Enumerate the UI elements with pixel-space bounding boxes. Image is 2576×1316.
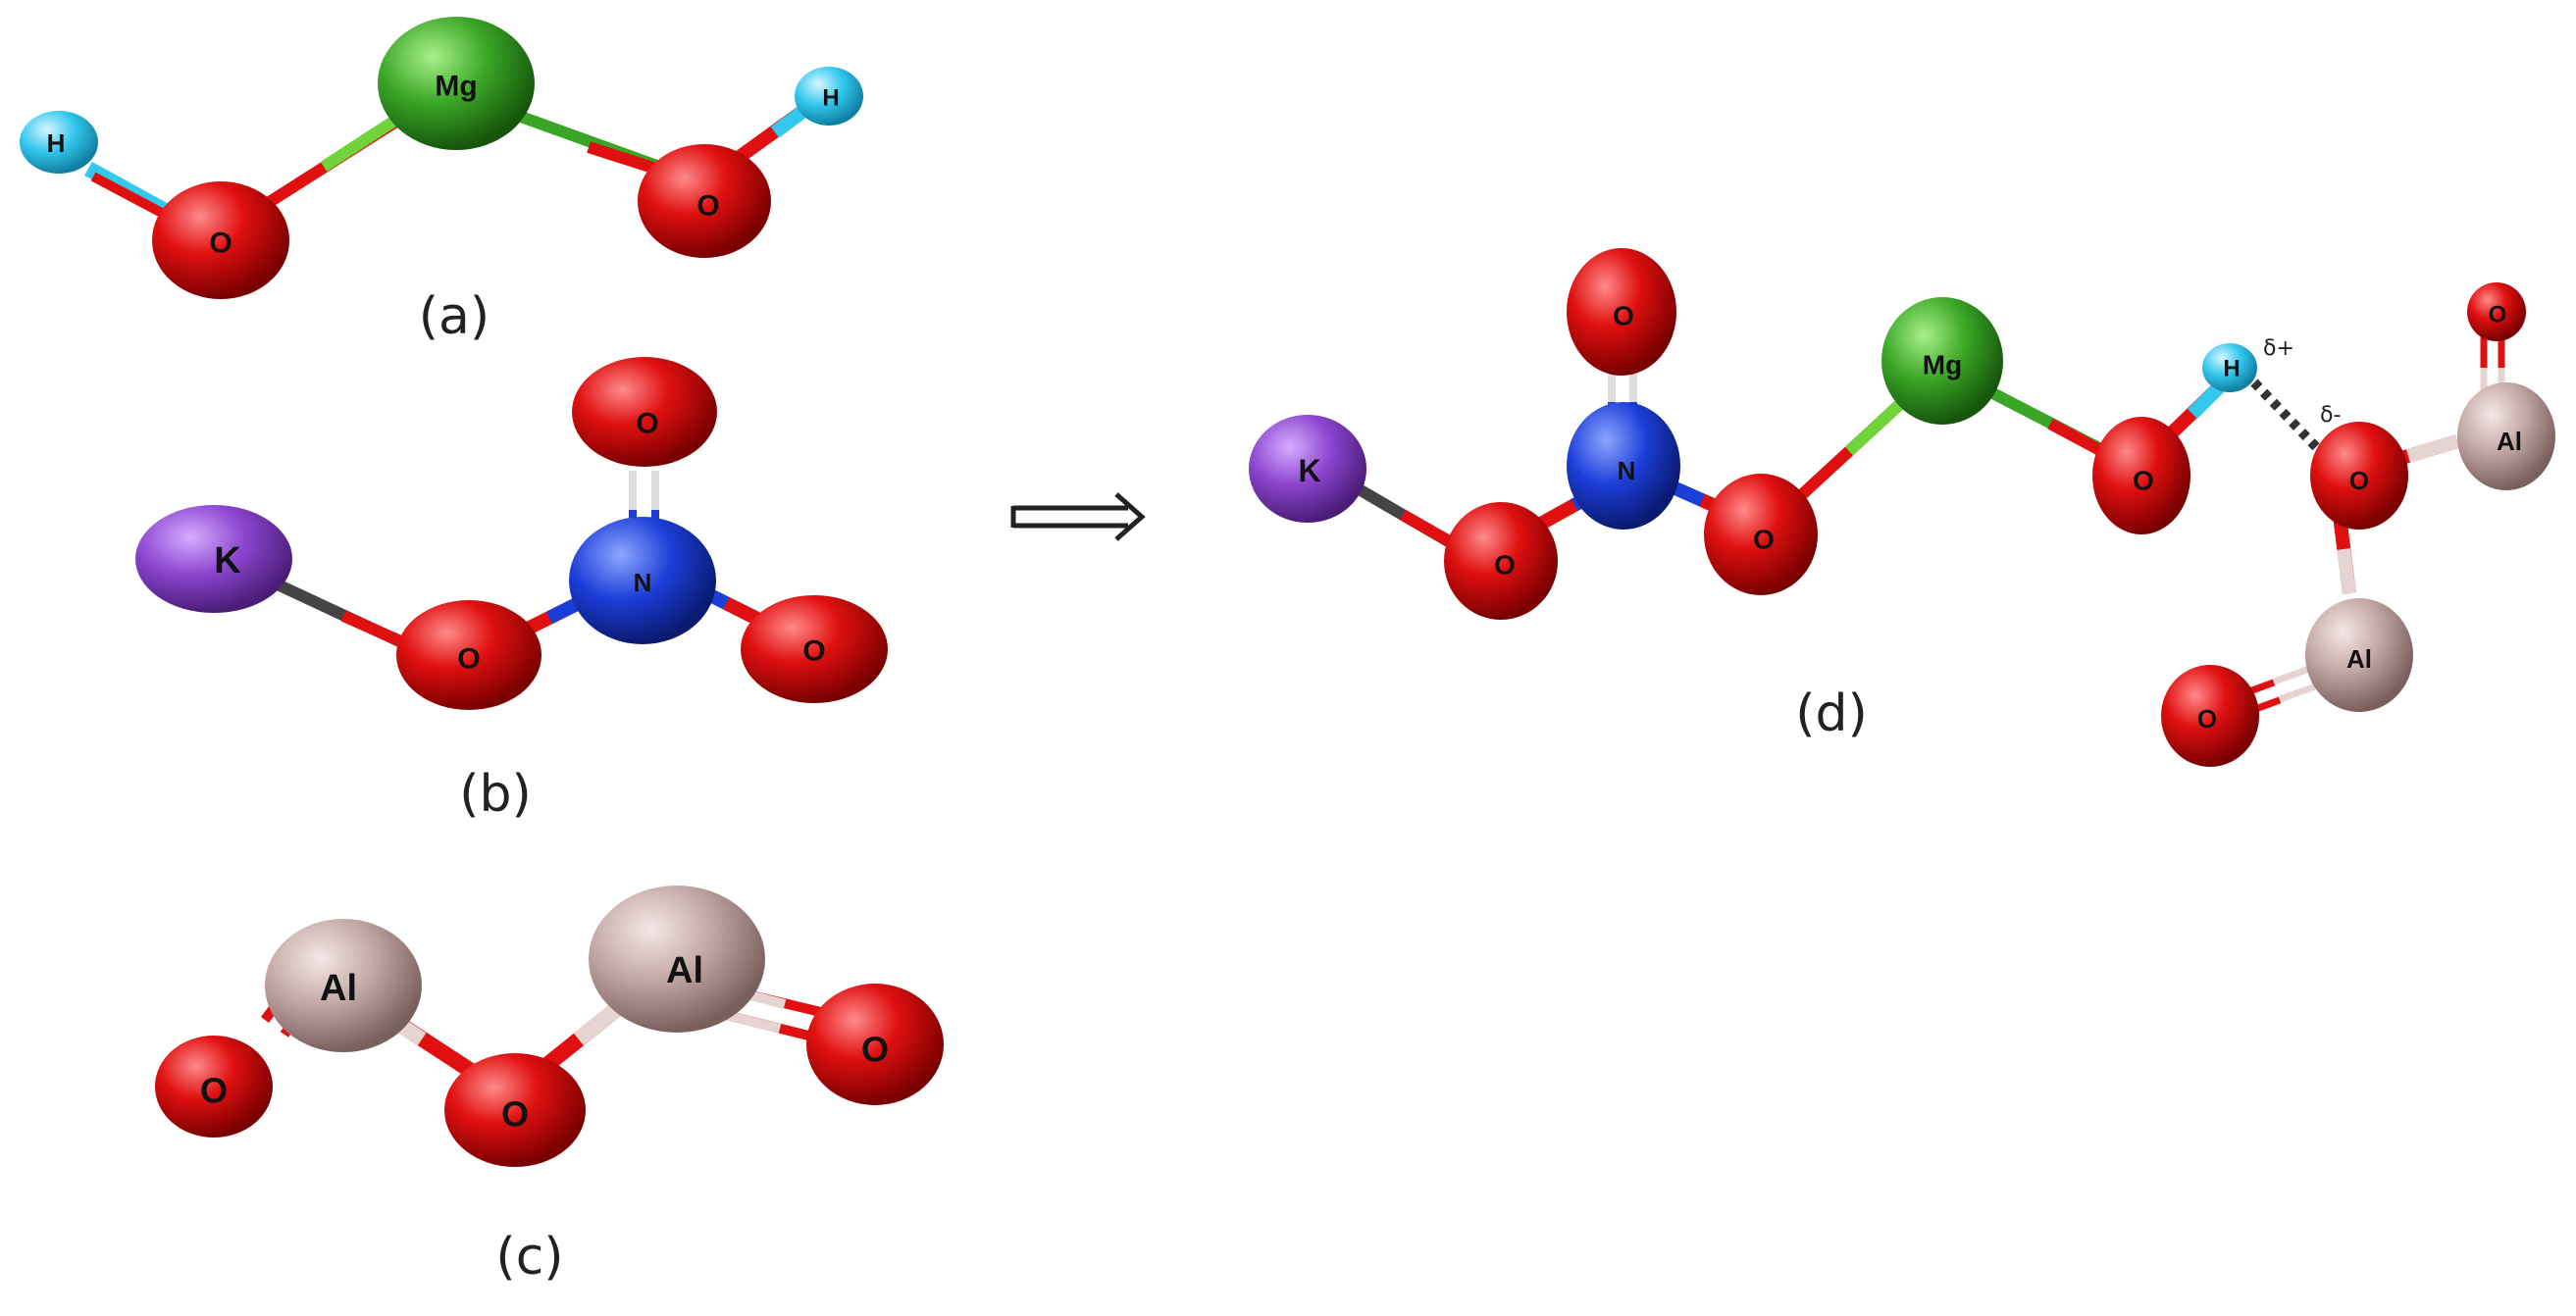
atom-label: O xyxy=(1613,301,1634,331)
atom-label: Mg xyxy=(435,71,477,103)
atom-nitrogen xyxy=(569,517,716,644)
atom-hydrogen xyxy=(795,67,863,126)
panel-d-molecule: K O O N O Mg O H O O Al Al O δ+ δ- xyxy=(1249,248,2555,767)
panel-label-c: (c) xyxy=(495,1228,563,1287)
atom-label: O xyxy=(636,408,658,440)
panel-label-a: (a) xyxy=(419,287,489,346)
atom-label: O xyxy=(696,190,719,223)
atom-oxygen xyxy=(572,357,717,467)
panel-b-molecule: K O O N O xyxy=(135,357,888,710)
atom-label: O xyxy=(1753,525,1775,555)
atom-label: Al xyxy=(2497,427,2522,456)
atom-label: H xyxy=(47,128,66,158)
atom-label: Mg xyxy=(1923,350,1962,380)
atom-oxygen xyxy=(152,181,289,299)
atom-label: O xyxy=(2197,704,2217,734)
atom-label: K xyxy=(214,540,241,582)
atom-label: O xyxy=(802,635,825,668)
atom-label: Al xyxy=(666,950,703,991)
atom-oxygen xyxy=(155,1036,273,1138)
panel-label-b: (b) xyxy=(459,765,532,824)
atom-label: O xyxy=(200,1071,228,1111)
partial-charge-positive: δ+ xyxy=(2263,336,2294,361)
atom-label: Al xyxy=(2346,644,2372,674)
atom-label: O xyxy=(2133,466,2154,496)
atom-potassium xyxy=(1249,415,1366,523)
bond-o-al-pale xyxy=(2405,434,2460,463)
double-arrow-right-icon xyxy=(1010,492,1146,541)
atom-potassium xyxy=(135,505,292,613)
atom-label: O xyxy=(209,228,232,260)
partial-charge-negative: δ- xyxy=(2320,403,2341,428)
atom-label: O xyxy=(457,643,480,676)
atom-nitrogen xyxy=(1567,402,1680,530)
atom-oxygen xyxy=(741,595,888,703)
bond-al-o-double-pale xyxy=(724,1010,782,1034)
atom-oxygen xyxy=(1567,248,1676,376)
panel-c-molecule: O Al O Al O xyxy=(155,886,944,1167)
atom-label: Al xyxy=(320,968,357,1009)
hydrogen-bond xyxy=(2250,379,2324,455)
atom-oxygen xyxy=(2310,422,2408,530)
atom-label: O xyxy=(861,1030,889,1070)
bond-o-mg-green xyxy=(320,110,406,173)
atom-magnesium xyxy=(1881,297,2003,425)
atom-oxygen xyxy=(806,984,944,1105)
bond-o-al-pale xyxy=(2337,548,2356,594)
atom-oxygen xyxy=(2092,417,2190,534)
atom-label: K xyxy=(1298,453,1320,488)
atom-oxygen xyxy=(444,1053,586,1167)
atom-label: O xyxy=(1494,550,1516,581)
panel-label-d: (d) xyxy=(1795,684,1868,743)
atom-oxygen xyxy=(1704,474,1818,595)
atom-label: H xyxy=(822,85,839,112)
atom-oxygen xyxy=(1444,502,1558,620)
atom-hydrogen xyxy=(2202,343,2257,392)
atom-label: H xyxy=(2223,356,2240,382)
atom-label: N xyxy=(634,568,652,597)
atom-aluminium xyxy=(2305,598,2413,712)
atom-aluminium xyxy=(589,886,765,1033)
atom-label: O xyxy=(2489,302,2507,329)
atom-label: O xyxy=(501,1094,529,1135)
atom-label: N xyxy=(1618,456,1636,485)
atom-oxygen xyxy=(396,600,541,710)
panel-a-molecule: O H Mg O H xyxy=(20,17,863,299)
atom-hydrogen xyxy=(20,111,98,174)
atom-aluminium xyxy=(265,919,422,1052)
atom-aluminium xyxy=(2457,382,2555,490)
atom-label: O xyxy=(2349,466,2369,495)
atom-oxygen xyxy=(638,144,771,258)
atom-oxygen xyxy=(2161,665,2259,767)
atom-oxygen xyxy=(2467,282,2526,341)
atom-magnesium xyxy=(378,17,535,150)
